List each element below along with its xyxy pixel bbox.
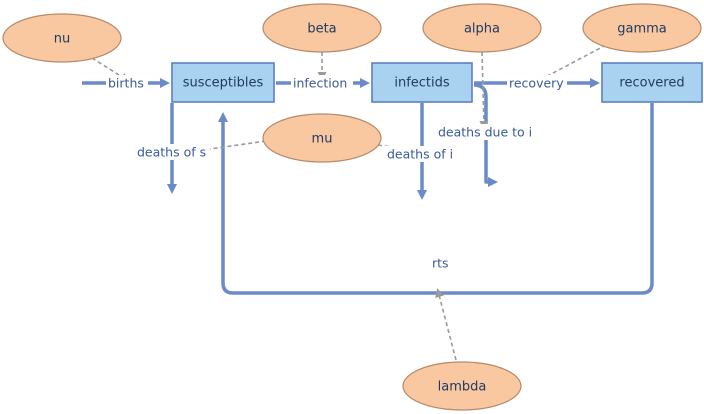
param-beta[interactable]: beta (262, 3, 382, 53)
stock-recovered[interactable]: recovered (601, 62, 703, 103)
lambda-to-rts-link (435, 288, 457, 361)
deaths-due-to-i-flow (473, 83, 498, 187)
stock-recovered-label: recovered (619, 76, 684, 91)
births-label: births (106, 75, 148, 91)
param-beta-label: beta (307, 22, 336, 37)
deaths-of-i-label: deaths of i (385, 146, 461, 162)
alpha-to-deaths-due-to-i-link (479, 51, 489, 130)
stock-infectids[interactable]: infectids (371, 62, 473, 103)
svg-text:infection: infection (293, 76, 347, 91)
svg-text:deaths of i: deaths of i (387, 147, 453, 162)
param-alpha-label: alpha (464, 22, 500, 37)
param-gamma-label: gamma (617, 22, 667, 37)
param-mu-label: mu (312, 132, 333, 147)
stock-susceptibles-label: susceptibles (183, 76, 264, 91)
svg-text:births: births (108, 76, 144, 91)
stock-susceptibles[interactable]: susceptibles (171, 62, 275, 103)
param-lambda-label: lambda (438, 380, 487, 395)
param-mu[interactable]: mu (262, 113, 382, 163)
stock-infectids-label: infectids (394, 76, 450, 91)
svg-text:recovery: recovery (509, 76, 564, 91)
param-gamma[interactable]: gamma (582, 3, 702, 53)
deaths-of-s-label: deaths of s (135, 144, 210, 160)
param-nu[interactable]: nu (2, 13, 122, 63)
svg-text:deaths of s: deaths of s (137, 145, 206, 160)
rts-label: rts (432, 256, 449, 271)
recovery-label: recovery (507, 75, 567, 91)
param-lambda[interactable]: lambda (402, 361, 522, 411)
svg-text:deaths due to i: deaths due to i (438, 125, 532, 140)
param-alpha[interactable]: alpha (422, 3, 542, 53)
param-nu-label: nu (54, 32, 70, 47)
infection-label: infection (291, 75, 353, 91)
svg-text:rts: rts (432, 256, 449, 271)
deaths-due-to-i-label: deaths due to i (436, 124, 538, 140)
